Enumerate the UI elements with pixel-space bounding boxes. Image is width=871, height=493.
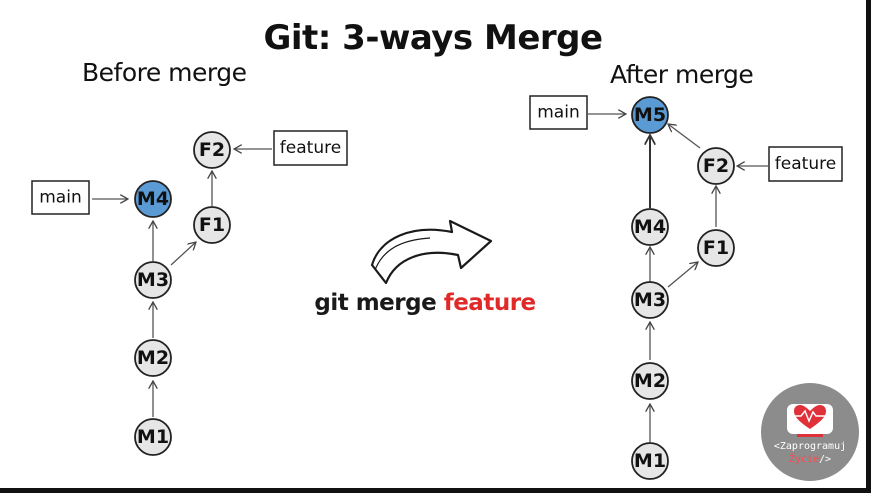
edge-m3-f1 (667, 262, 698, 288)
slide-title: Git: 3-ways Merge (263, 18, 603, 58)
svg-text:M5: M5 (634, 104, 666, 126)
commit-node: F2 (193, 131, 231, 169)
svg-text:M1: M1 (634, 450, 666, 472)
commit-node: M1 (134, 418, 172, 456)
svg-text:main: main (39, 188, 81, 208)
commit-node: F2 (697, 147, 735, 185)
before-graph: main feature M1 M2 M3 M4 (31, 130, 348, 456)
commit-node: M4 (631, 208, 669, 246)
logo-text: <Zaprogramuj Życie/> (761, 440, 859, 466)
commit-node: M2 (134, 339, 172, 377)
git-command-branch: feature (443, 290, 536, 316)
commit-node: M3 (134, 261, 172, 299)
svg-text:M3: M3 (137, 269, 169, 291)
main-branch-label: main (529, 95, 588, 130)
logo-line-1: <Zaprogramuj (773, 441, 847, 452)
after-graph: main feature M1 M2 M3 M4 (529, 95, 843, 480)
commit-node: M2 (631, 362, 669, 400)
git-command-prefix: git merge (314, 290, 437, 316)
svg-text:feature: feature (280, 138, 341, 158)
commit-node: M3 (631, 281, 669, 319)
svg-text:feature: feature (775, 154, 836, 174)
logo-closing-text: /> (819, 454, 832, 465)
svg-text:F1: F1 (703, 237, 729, 259)
svg-text:M4: M4 (137, 188, 169, 210)
main-branch-label: main (31, 180, 90, 215)
git-command: git merge feature (300, 290, 550, 316)
heart-monitor-icon (787, 404, 833, 437)
edge-m3-f1 (170, 242, 196, 266)
svg-text:main: main (537, 103, 579, 123)
feature-branch-label: feature (273, 130, 348, 166)
commit-node-highlighted: M4 (134, 180, 172, 218)
svg-text:F2: F2 (199, 139, 225, 161)
svg-text:M2: M2 (634, 370, 666, 392)
feature-branch-label: feature (768, 146, 843, 182)
svg-text:F1: F1 (199, 214, 225, 236)
svg-text:M3: M3 (634, 289, 666, 311)
svg-text:F2: F2 (703, 155, 729, 177)
before-merge-heading: Before merge (82, 58, 247, 87)
edge-f2-m5 (668, 124, 701, 149)
zaprogramuj-zycie-logo: <Zaprogramuj Życie/> (761, 383, 859, 481)
commit-node: M1 (631, 442, 669, 480)
curved-arrow-icon (370, 219, 493, 285)
after-merge-heading: After merge (610, 60, 754, 89)
commit-node-highlighted: M5 (631, 96, 669, 134)
commit-node: F1 (697, 229, 735, 267)
logo-line-2: Życie/> (761, 453, 859, 466)
svg-text:M2: M2 (137, 347, 169, 369)
commit-node: F1 (193, 206, 231, 244)
logo-accent-text: Życie (788, 454, 820, 465)
svg-text:M4: M4 (634, 216, 666, 238)
svg-text:M1: M1 (137, 426, 169, 448)
